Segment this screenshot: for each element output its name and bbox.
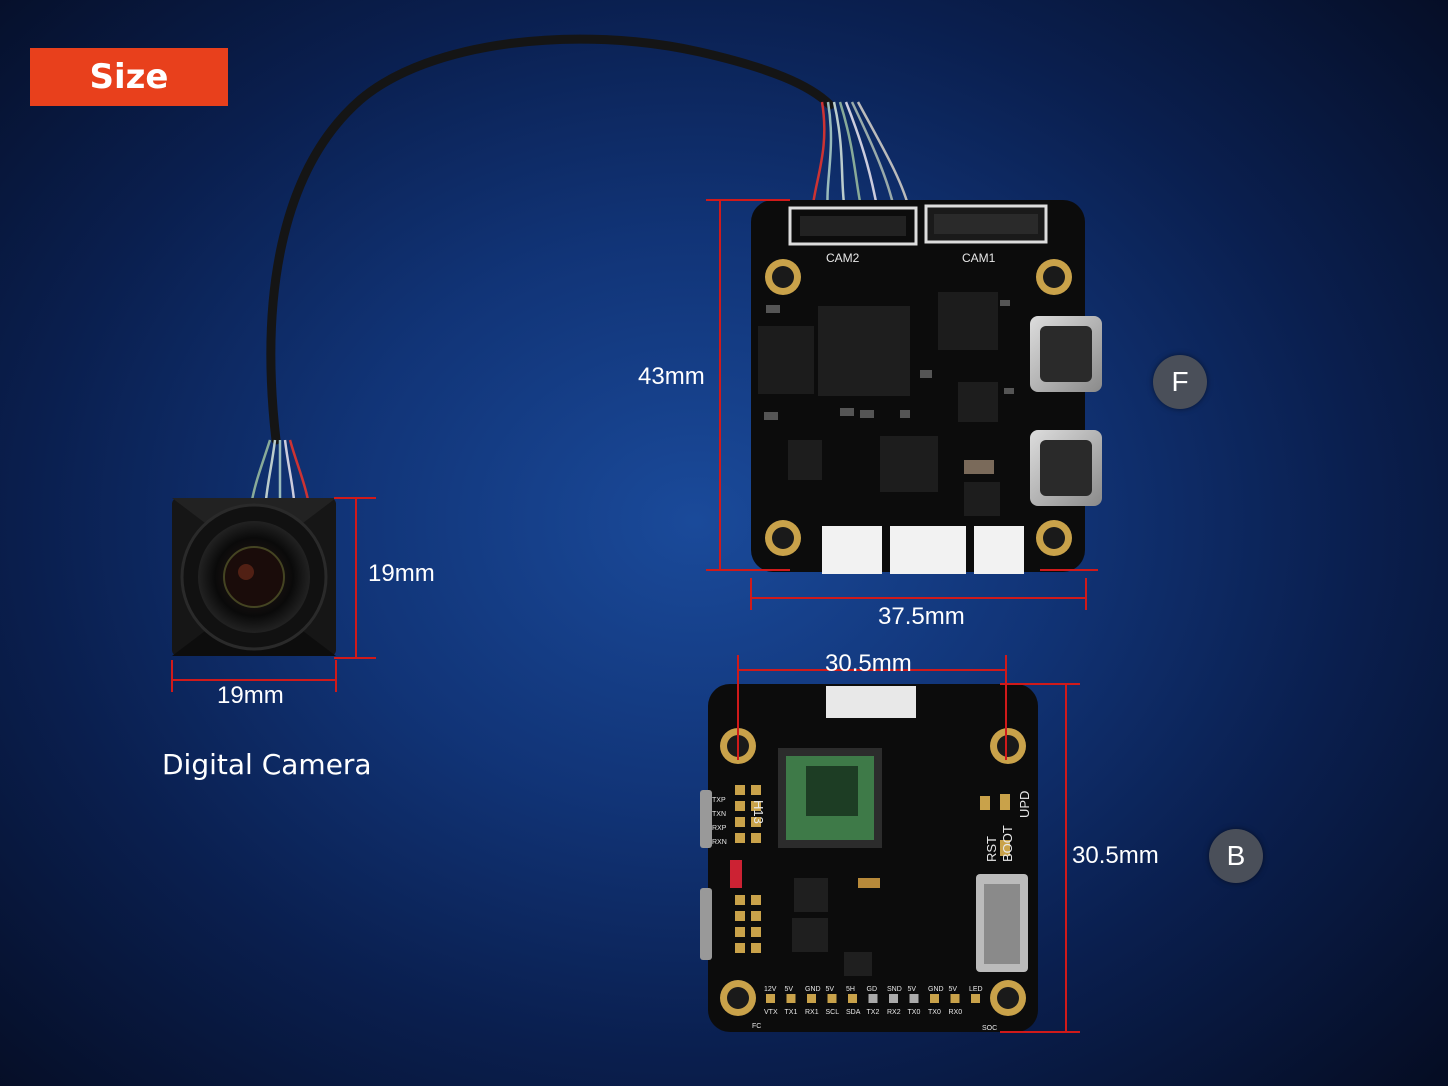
camera-height-label: 19mm bbox=[368, 560, 435, 587]
pad-label-bottom: RX0 bbox=[949, 1009, 963, 1016]
pad-label-top: 5V bbox=[826, 986, 835, 993]
front-board: CAM2 CAM1 bbox=[751, 200, 1102, 574]
back-marker: B bbox=[1209, 829, 1263, 883]
solder-pad bbox=[930, 994, 939, 1003]
svg-text:CAM2: CAM2 bbox=[826, 251, 860, 265]
silk-corner-right: SOC bbox=[982, 1025, 997, 1032]
cable-wires-board bbox=[810, 101, 912, 213]
solder-pad bbox=[766, 994, 775, 1003]
solder-pad bbox=[786, 994, 796, 1003]
dimension-lines bbox=[171, 199, 1098, 1033]
silk-left-0: TXP bbox=[712, 797, 726, 804]
silk-left-1: TXN bbox=[712, 811, 726, 818]
front-marker: F bbox=[1153, 355, 1207, 409]
camera-cable bbox=[266, 34, 835, 445]
pad-label-top: 5V bbox=[949, 986, 958, 993]
pad-label-top: GND bbox=[928, 986, 944, 993]
solder-pad bbox=[950, 994, 960, 1003]
svg-text:CAM1: CAM1 bbox=[962, 251, 996, 265]
silk-module-label: H13 bbox=[751, 800, 766, 824]
pad-label-top: GND bbox=[805, 986, 821, 993]
silk-upd: UPD bbox=[1017, 791, 1032, 818]
solder-pad bbox=[909, 994, 919, 1003]
pad-label-bottom: VTX bbox=[764, 1009, 778, 1016]
pad-label-bottom: RX1 bbox=[805, 1009, 819, 1016]
solder-pad bbox=[807, 994, 816, 1003]
silk-left-2: RXP bbox=[712, 825, 727, 832]
pad-label-top: 5V bbox=[908, 986, 917, 993]
cable-wires-camera bbox=[250, 439, 310, 501]
pad-label-top: LED bbox=[969, 986, 983, 993]
pad-label-top: 12V bbox=[764, 986, 777, 993]
solder-pad bbox=[971, 994, 980, 1003]
pad-rows: 12V 5V GND 5V 5H GD SND 5V GND 5V LED VTX TX1 RX1 SCL S… bbox=[764, 986, 983, 1016]
camera-width-label: 19mm bbox=[217, 682, 284, 709]
back-board bbox=[700, 684, 1038, 1032]
pad-label-bottom: SDA bbox=[846, 1009, 861, 1016]
silk-boot: BOOT bbox=[1000, 825, 1015, 862]
silk-corner-left: FC bbox=[752, 1023, 761, 1030]
back-width-label: 30.5mm bbox=[825, 650, 912, 677]
solder-pad bbox=[827, 994, 837, 1003]
pad-label-bottom: TX2 bbox=[867, 1009, 880, 1016]
solder-pad bbox=[868, 994, 878, 1003]
digital-camera bbox=[172, 498, 336, 656]
back-height-label: 30.5mm bbox=[1072, 842, 1159, 869]
camera-caption: Digital Camera bbox=[162, 748, 372, 781]
pad-label-top: SND bbox=[887, 986, 902, 993]
front-height-label: 43mm bbox=[638, 363, 705, 390]
solder-pad bbox=[889, 994, 898, 1003]
pad-label-bottom: RX2 bbox=[887, 1009, 901, 1016]
pad-label-bottom: TX1 bbox=[785, 1009, 798, 1016]
pad-label-bottom: TX0 bbox=[928, 1009, 941, 1016]
size-badge: Size bbox=[30, 48, 228, 106]
pad-label-top: 5H bbox=[846, 986, 855, 993]
pad-label-bottom: TX0 bbox=[908, 1009, 921, 1016]
pad-label-top: GD bbox=[867, 986, 878, 993]
silk-left-3: RXN bbox=[712, 839, 727, 846]
pad-label-top: 5V bbox=[785, 986, 794, 993]
pad-label-bottom: SCL bbox=[826, 1009, 840, 1016]
silk-rst: RST bbox=[984, 836, 999, 862]
solder-pad bbox=[848, 994, 857, 1003]
front-width-label: 37.5mm bbox=[878, 603, 965, 630]
